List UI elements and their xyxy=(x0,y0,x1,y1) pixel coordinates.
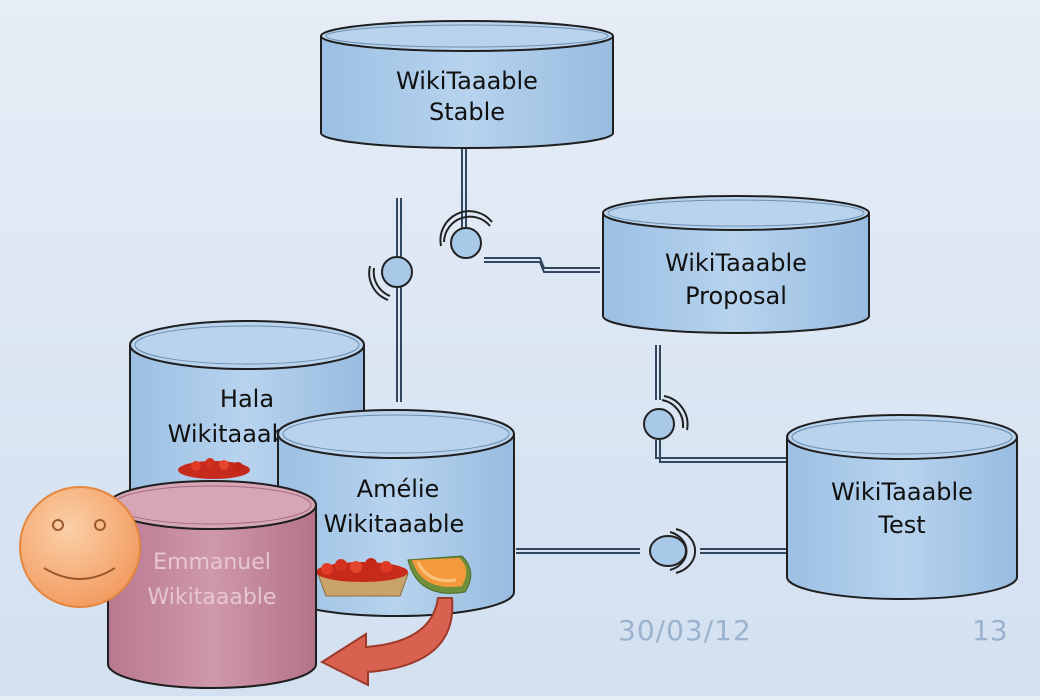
footer-page-number: 13 xyxy=(972,614,1008,647)
db-stable-line2: Stable xyxy=(429,98,505,126)
curved-arrow-icon xyxy=(319,597,454,687)
db-amelie-line2: Wikitaaable xyxy=(324,510,465,538)
connector-stable-amelie xyxy=(368,256,413,301)
connector-proposal-test xyxy=(643,395,689,440)
strawberry-basket-icon xyxy=(178,458,250,479)
db-wikitaaable-proposal: WikiTaaable Proposal xyxy=(602,195,870,334)
db-amelie-line1: Amélie xyxy=(357,475,440,503)
db-test-line2: Test xyxy=(877,511,925,539)
melon-icon xyxy=(407,555,472,594)
db-amelie-wikitaaable: Amélie Wikitaaable xyxy=(277,409,515,617)
strawberry-basket-icon xyxy=(316,558,409,597)
connector-amelie-test xyxy=(649,528,697,574)
smiley-face-icon xyxy=(19,486,141,608)
db-proposal-line2: Proposal xyxy=(685,282,787,310)
db-emmanuel-line1: Emmanuel xyxy=(153,550,271,575)
db-emmanuel-line2: Wikitaaable xyxy=(148,585,277,610)
db-proposal-line1: WikiTaaable xyxy=(665,249,807,277)
db-wikitaaable-test: WikiTaaable Test xyxy=(786,414,1018,600)
db-stable-line1: WikiTaaable xyxy=(396,67,538,95)
db-test-line1: WikiTaaable xyxy=(831,478,973,506)
db-wikitaaable-stable: WikiTaaable Stable xyxy=(320,20,614,149)
connector-stable-proposal xyxy=(439,210,493,259)
connection-lines xyxy=(396,148,805,554)
footer-date: 30/03/12 xyxy=(618,614,752,647)
db-hala-line1: Hala xyxy=(220,385,274,413)
db-emmanuel-wikitaaable: Emmanuel Wikitaaable xyxy=(107,480,317,689)
